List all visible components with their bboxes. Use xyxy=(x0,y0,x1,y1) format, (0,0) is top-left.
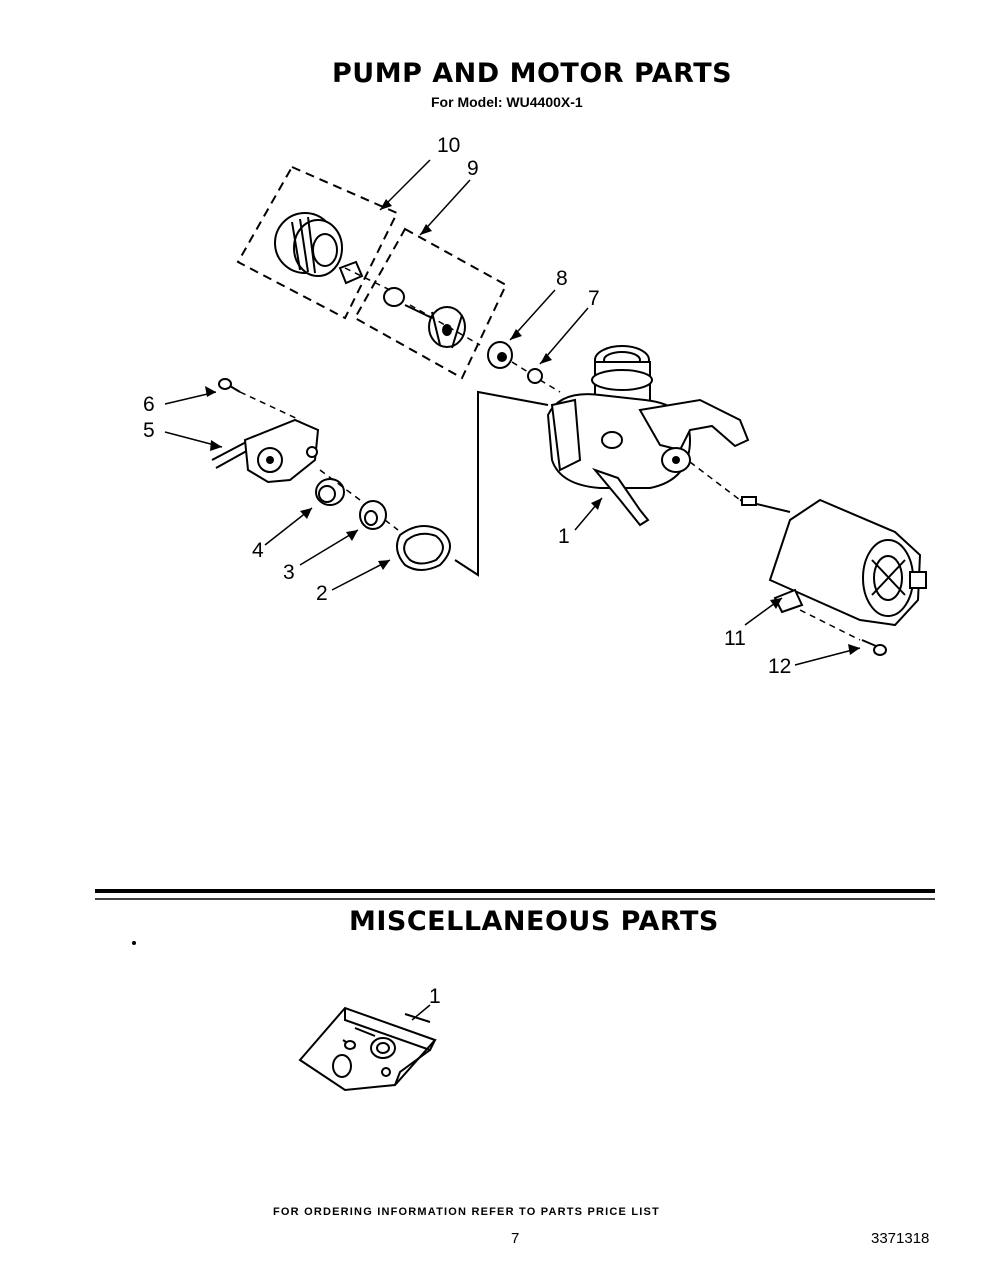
page-number: 7 xyxy=(511,1230,520,1247)
kit-10-dashed-box xyxy=(236,165,399,320)
part-6-screw xyxy=(218,378,241,393)
part-4-bearing xyxy=(315,478,345,506)
leader-lines xyxy=(164,159,861,666)
callout-6: 6 xyxy=(143,393,155,416)
callout-2: 2 xyxy=(316,582,328,605)
document-number: 3371318 xyxy=(871,1230,930,1247)
page-title: PUMP AND MOTOR PARTS xyxy=(332,58,733,89)
callout-11: 11 xyxy=(724,627,746,650)
callout-5: 5 xyxy=(143,419,155,442)
callout-1: 1 xyxy=(558,525,570,548)
ordering-note: FOR ORDERING INFORMATION REFER TO PARTS … xyxy=(273,1206,660,1218)
misc-part-1-bracket xyxy=(298,1004,437,1092)
callout-4: 4 xyxy=(252,539,264,562)
callout-12: 12 xyxy=(768,655,792,678)
part-10-drum xyxy=(274,212,364,285)
misc-section-title: MISCELLANEOUS PARTS xyxy=(349,906,719,937)
kit-9-dashed-box xyxy=(353,227,508,380)
callout-8: 8 xyxy=(556,267,568,290)
part-12-screw xyxy=(861,639,887,656)
part-3-seal-ring xyxy=(359,500,387,530)
callout-10: 10 xyxy=(437,134,461,157)
callout-9: 9 xyxy=(467,157,479,180)
part-9-impeller xyxy=(383,287,466,349)
part-7-washer xyxy=(527,368,543,384)
part-1-pump-housing xyxy=(546,345,750,527)
part-11-motor xyxy=(739,496,927,627)
part-2-gasket xyxy=(395,525,451,571)
callout-7: 7 xyxy=(588,287,600,310)
misc-callout-1: 1 xyxy=(429,985,441,1008)
callout-3: 3 xyxy=(283,561,295,584)
model-subtitle: For Model: WU4400X-1 xyxy=(431,94,583,110)
part-5-cover xyxy=(211,418,320,484)
part-8-seal xyxy=(487,341,513,369)
